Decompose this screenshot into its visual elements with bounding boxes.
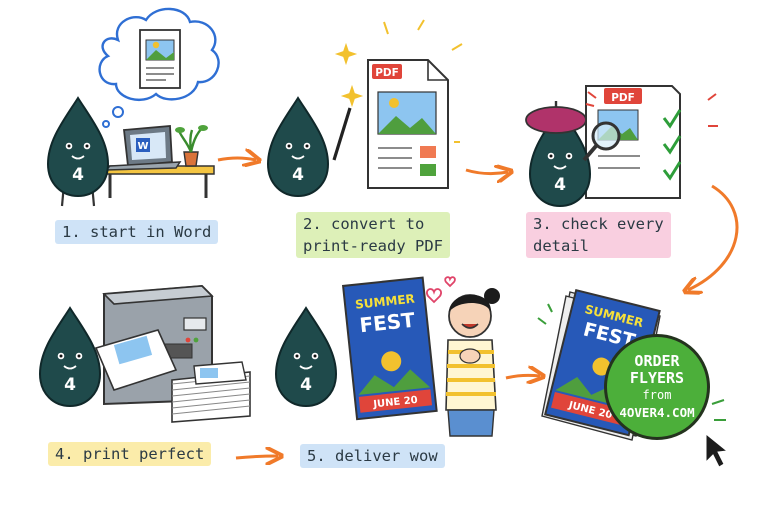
mascot-number: 4 <box>300 375 312 395</box>
cta-line1: ORDER <box>634 352 680 370</box>
mascot-number: 4 <box>292 165 304 185</box>
flyer-line1: SUMMER <box>355 292 416 312</box>
mascot-number: 4 <box>72 165 84 185</box>
order-flyers-button[interactable]: ORDER FLYERS from 4OVER4.COM <box>604 334 710 440</box>
step-3-label-line1: 3. check every <box>533 215 664 233</box>
printed-sheets <box>94 329 251 423</box>
mascot-step5: 4 <box>275 307 337 407</box>
step-2-label: 2. convert to print-ready PDF <box>296 212 450 258</box>
cta-line3: from <box>642 388 672 402</box>
step-2-label-line2: print-ready PDF <box>303 237 443 255</box>
laptop: W <box>104 125 182 171</box>
mascot-step2: 4 <box>267 97 329 197</box>
cta-line2: FLYERS <box>629 369 685 387</box>
word-icon: W <box>137 141 148 152</box>
step-4-label: 4. print perfect <box>48 442 212 466</box>
sparkles <box>334 19 463 143</box>
step-3-label: 3. check every detail <box>526 212 671 258</box>
mascot-step4: 4 <box>39 307 101 407</box>
mascot-number: 4 <box>554 175 566 195</box>
flyer-line2: FEST <box>358 308 416 338</box>
magic-wand <box>332 107 352 161</box>
summer-fest-flyer: SUMMER FEST JUNE 20 <box>341 276 438 421</box>
sparkle-ticks <box>537 303 726 421</box>
pdf-badge: PDF <box>375 67 399 79</box>
desk <box>101 165 215 198</box>
arrow-1-to-2 <box>217 158 256 160</box>
mascot-step1: 4 <box>47 97 109 197</box>
magnifier-icon <box>582 121 621 162</box>
check-icon <box>662 161 682 181</box>
check-icon <box>662 109 682 129</box>
cta-url: 4OVER4.COM <box>619 405 695 420</box>
sparkle-ticks <box>585 91 718 127</box>
flyer-date: JUNE 20 <box>372 395 418 411</box>
arrow-3-to-final <box>688 184 739 290</box>
arrow-2-to-3 <box>465 170 508 174</box>
step-2-label-line1: 2. convert to <box>303 215 425 233</box>
pdf-badge: PDF <box>611 92 635 104</box>
beret <box>525 101 587 134</box>
plant <box>175 125 208 167</box>
mascot-number: 4 <box>64 375 76 395</box>
pdf-document: PDF <box>367 59 449 189</box>
step-3-label-line2: detail <box>533 237 589 255</box>
thought-cloud <box>98 7 220 128</box>
heart-icon <box>426 276 456 304</box>
happy-customer <box>445 288 500 437</box>
arrow-5-to-final <box>505 375 540 378</box>
step-1-label: 1. start in Word <box>55 220 219 244</box>
step-5-label: 5. deliver wow <box>300 444 445 468</box>
mascot-step3: 4 <box>529 107 591 207</box>
arrow-4-to-5 <box>235 456 278 458</box>
cursor-icon <box>705 432 729 468</box>
check-icon <box>662 135 682 155</box>
